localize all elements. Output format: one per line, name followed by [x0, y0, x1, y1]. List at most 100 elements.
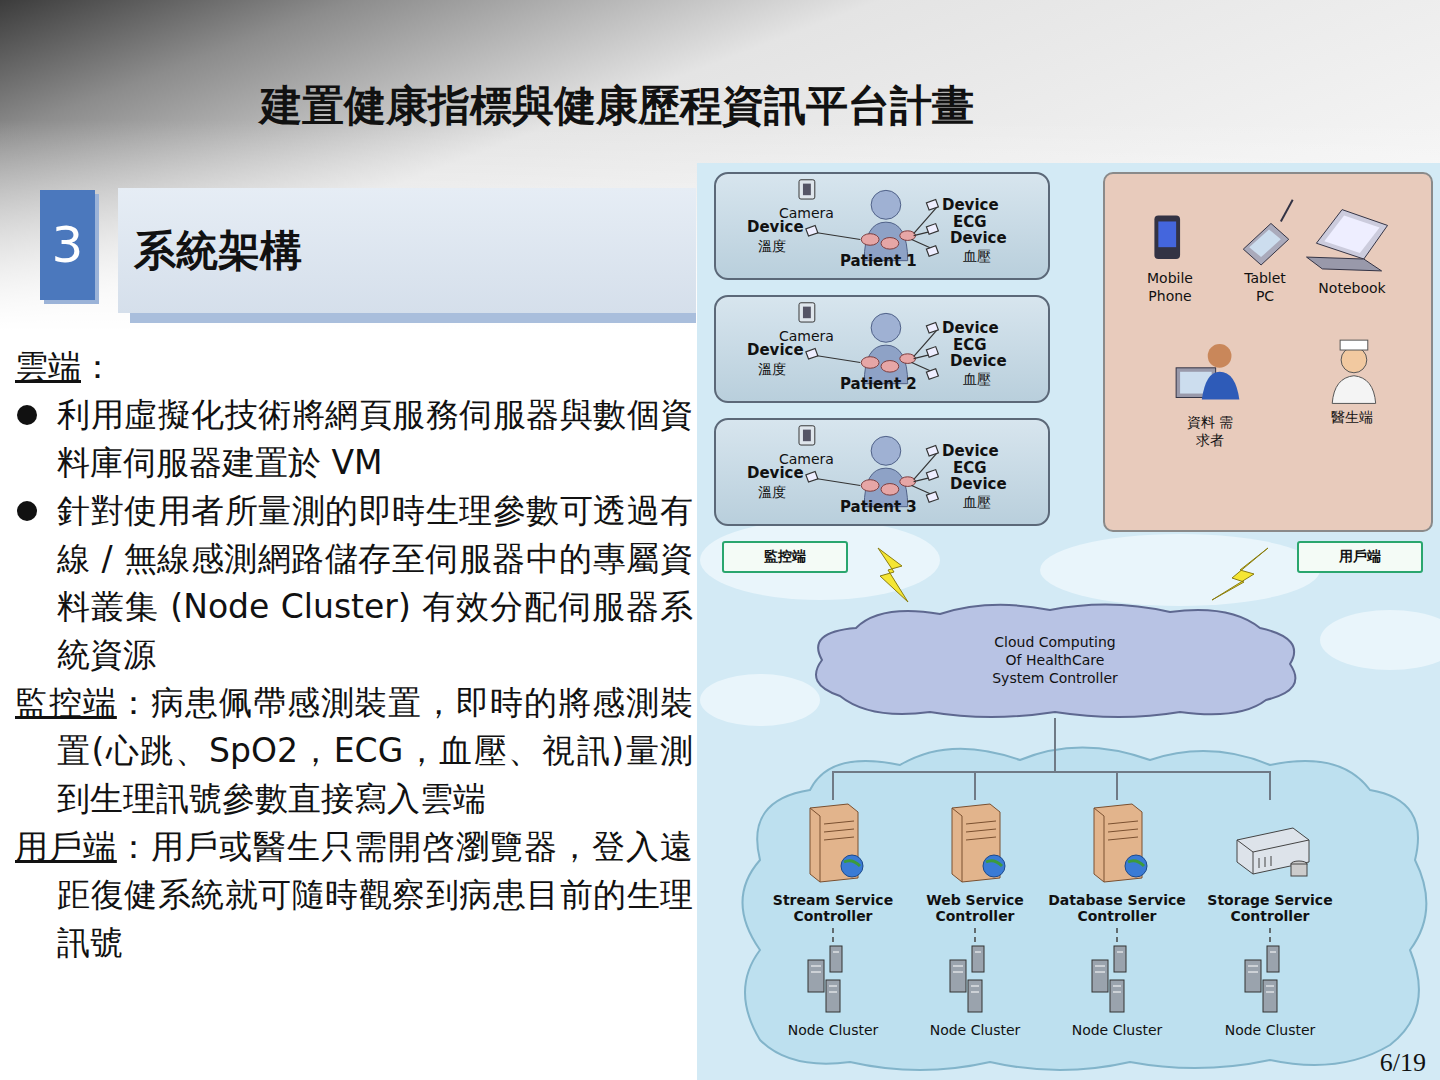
wireless-bolt — [878, 548, 908, 602]
graphic-part — [1263, 980, 1277, 1012]
node-text: Patient 2 — [840, 377, 917, 392]
node-text: Camera — [779, 329, 834, 343]
graphic-part — [826, 980, 840, 1012]
graphic-part — [824, 829, 854, 832]
section-term: 監控端 — [15, 683, 117, 722]
graphic-part — [966, 829, 996, 832]
graphic-part — [824, 821, 854, 824]
graphic-part — [871, 313, 901, 342]
graphic-part — [829, 986, 837, 992]
graphic-part — [900, 231, 916, 241]
graphic-part — [1108, 837, 1138, 840]
graphic-part — [972, 946, 984, 972]
sky-ground — [697, 163, 1440, 1080]
dashed-link — [974, 928, 976, 948]
graphic-part — [808, 946, 842, 1012]
graphic-part — [806, 472, 818, 483]
graphic-part — [799, 426, 815, 445]
graphic-part — [926, 224, 938, 235]
node-text: Device — [950, 477, 1007, 492]
body-text-run: 針對使用者所量測的即時生理參數可透過有線 / 無線感測網路儲存至伺服器中的專屬資… — [57, 491, 693, 674]
body-text-run: ：病患佩帶感測裝置，即時的將感測裝置(心跳、SpO2，ECG，血壓、視訊)量測到… — [57, 683, 693, 818]
graphic-part — [900, 477, 916, 487]
service-controller: Database Service Controller — [1048, 800, 1186, 928]
node-text: Device — [747, 220, 804, 235]
graphic-part — [1320, 610, 1440, 670]
graphic-part — [1340, 340, 1368, 350]
node-text: Node Cluster — [930, 1022, 1021, 1038]
graphic-part — [1128, 861, 1144, 866]
node-text: 血壓 — [963, 495, 991, 509]
graphic-part — [966, 821, 996, 840]
node-text: Patient 1 — [840, 254, 917, 269]
node-text: Device — [942, 198, 999, 213]
side-tag: 監控端 — [722, 541, 848, 573]
node-text: ECG — [953, 215, 987, 230]
graphic-part — [844, 861, 860, 866]
graphic-part — [824, 837, 854, 840]
bullet-dot — [17, 405, 37, 425]
node-cluster: Node Cluster — [778, 942, 888, 1042]
graphic-part — [1108, 821, 1138, 824]
graphic-part — [811, 952, 839, 992]
graphic-part — [926, 369, 938, 380]
graphic-part — [1094, 808, 1104, 882]
patient-panel: CameraDevice溫度Patient 3DeviceECGDevice血壓 — [714, 418, 1050, 526]
graphic-part — [1259, 856, 1271, 868]
graphic-part — [1108, 829, 1138, 832]
graphic-part — [808, 960, 824, 992]
node-text: Device — [747, 466, 804, 481]
slide-title: 建置健康指標與健康歷程資訊平台計畫 — [0, 78, 1234, 134]
band-shadow — [130, 312, 696, 323]
graphic-part — [1095, 966, 1105, 972]
dashed-link — [1269, 928, 1271, 948]
dashed-link — [1116, 928, 1118, 948]
node-text: Mobile Phone — [1135, 270, 1205, 305]
node-text: 血壓 — [963, 249, 991, 263]
graphic-part — [871, 436, 901, 465]
graphic-part — [900, 354, 916, 364]
node-text: Notebook — [1312, 280, 1392, 298]
graphic-part — [1341, 347, 1367, 373]
bus-line — [1055, 718, 1270, 800]
graphic-part — [1281, 200, 1293, 222]
graphic-part — [1095, 952, 1123, 992]
graphic-part — [816, 604, 1295, 717]
node-text: Node Cluster — [1225, 1022, 1316, 1038]
graphic-part — [1092, 960, 1108, 992]
node-cluster: Node Cluster — [1062, 942, 1172, 1042]
node-text: Database Service Controller — [1048, 892, 1186, 924]
node-text: ECG — [953, 338, 987, 353]
bus-line — [833, 718, 1055, 800]
graphic-part — [1266, 986, 1274, 992]
graphic-part — [1113, 986, 1121, 992]
graphic-part — [1110, 980, 1124, 1012]
graphic-part — [1092, 946, 1126, 1012]
graphic-part — [1248, 966, 1258, 972]
graphic-part — [803, 307, 811, 319]
page-number: 6/19 — [1380, 1048, 1426, 1078]
node-cluster: Node Cluster — [920, 942, 1030, 1042]
graphic-part — [700, 520, 940, 600]
graphic-part — [986, 861, 1002, 866]
paragraph: 雲端： — [15, 343, 693, 391]
graphic-part — [1249, 229, 1281, 257]
graphic-part — [1158, 221, 1176, 247]
graphic-part — [881, 238, 899, 250]
node-text: Patient 3 — [840, 500, 917, 515]
graphic-part — [1324, 216, 1379, 254]
node-cluster: Node Cluster — [1215, 942, 1325, 1042]
node-text: 溫度 — [758, 485, 786, 499]
graphic-part — [1332, 376, 1375, 404]
graphic-part — [824, 821, 854, 840]
graphic-part — [1040, 534, 1320, 606]
graphic-part — [803, 430, 811, 442]
graphic-part — [926, 492, 938, 503]
graphic-part — [971, 986, 979, 992]
graphic-part — [1154, 216, 1180, 260]
node-text: 溫度 — [758, 239, 786, 253]
graphic-part — [881, 361, 899, 373]
node-text: Tablet PC — [1235, 270, 1295, 305]
node-text: Camera — [779, 452, 834, 466]
node-text: Camera — [779, 206, 834, 220]
